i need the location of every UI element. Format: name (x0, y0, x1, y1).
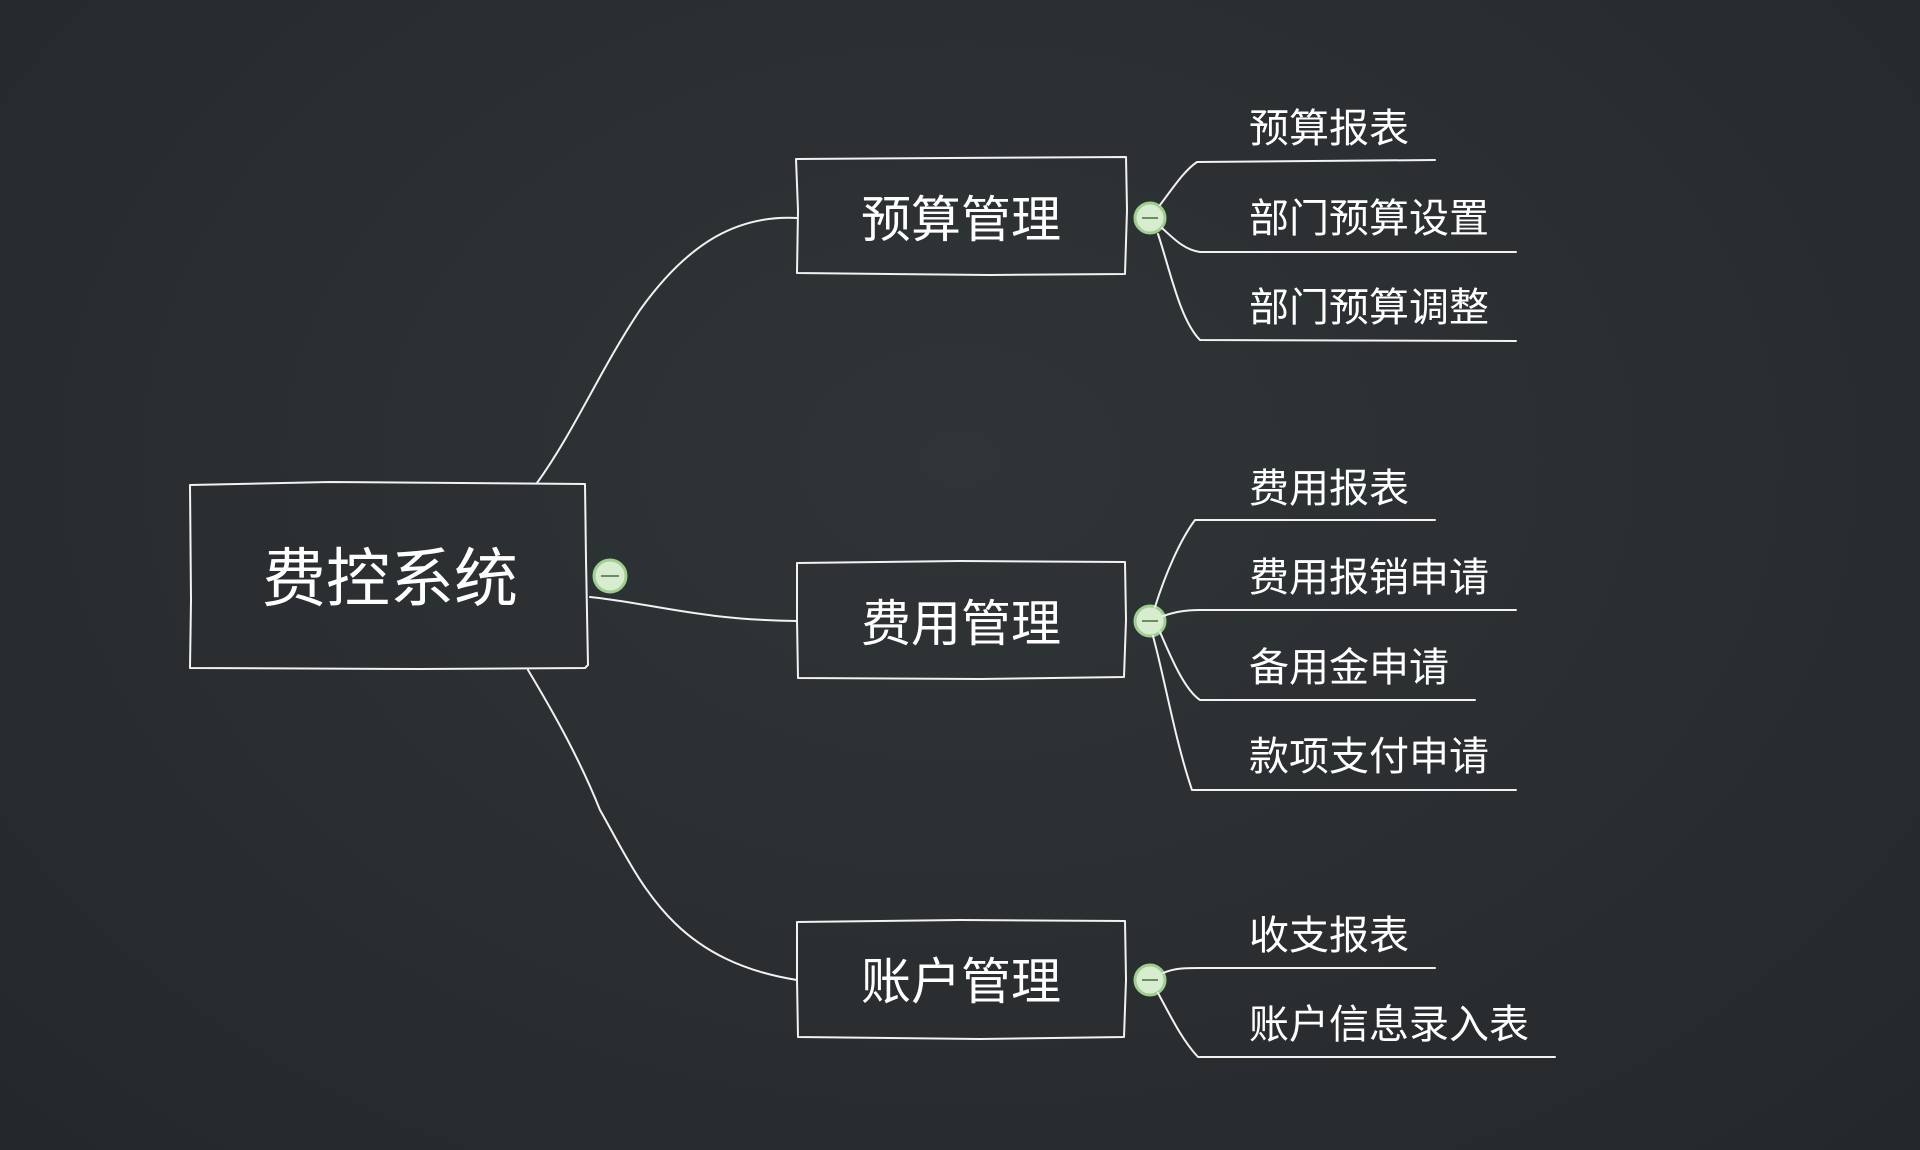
connector-root-budget (536, 216, 798, 484)
connector-expense-leaf-4 (1152, 635, 1517, 791)
branch-box-account (796, 919, 1127, 1040)
leaf-dept-budget-adjust[interactable]: 部门预算调整 (1249, 285, 1489, 331)
branch-label-expense: 费用管理 (861, 595, 1061, 653)
connector-expense-leaf-1 (1154, 519, 1436, 608)
root-box (189, 481, 589, 670)
connector-expense-leaf-3 (1159, 631, 1476, 701)
root-label: 费控系统 (262, 543, 518, 617)
connector-account-leaf-2 (1157, 992, 1556, 1058)
branch-box-expense (796, 560, 1127, 680)
leaf-income-expense-report[interactable]: 收支报表 (1249, 913, 1409, 959)
branch-collapse-toggle-budget[interactable] (1133, 201, 1167, 235)
root-node[interactable]: 费控系统 (189, 481, 589, 670)
leaf-payment-request[interactable]: 款项支付申请 (1249, 734, 1489, 780)
branch-node-budget[interactable]: 预算管理 (795, 156, 1128, 276)
leaf-dept-budget-setup[interactable]: 部门预算设置 (1249, 196, 1489, 242)
branch-collapse-toggle-expense[interactable] (1133, 604, 1167, 638)
branch-node-expense[interactable]: 费用管理 (796, 560, 1127, 680)
branch-node-account[interactable]: 账户管理 (796, 919, 1127, 1040)
connector-budget-leaf-3 (1157, 233, 1517, 342)
leaf-budget-report[interactable]: 预算报表 (1249, 106, 1409, 152)
connector-budget-leaf-1 (1159, 159, 1436, 206)
root-collapse-toggle[interactable] (592, 558, 628, 594)
branch-collapse-toggle-account[interactable] (1133, 963, 1167, 997)
connector-budget-leaf-2 (1161, 227, 1517, 253)
connector-root-expense (589, 596, 798, 622)
branch-label-budget: 预算管理 (861, 191, 1061, 249)
leaf-expense-report[interactable]: 费用报表 (1249, 466, 1409, 512)
connector-account-leaf-1 (1162, 967, 1436, 974)
branch-box-budget (795, 156, 1128, 276)
leaf-account-info-entry[interactable]: 账户信息录入表 (1249, 1002, 1529, 1048)
branch-label-account: 账户管理 (861, 953, 1061, 1011)
leaf-petty-cash-request[interactable]: 备用金申请 (1249, 645, 1449, 691)
connector-root-account (527, 669, 798, 981)
connector-expense-leaf-2 (1162, 609, 1517, 617)
leaf-expense-claim[interactable]: 费用报销申请 (1249, 555, 1489, 601)
